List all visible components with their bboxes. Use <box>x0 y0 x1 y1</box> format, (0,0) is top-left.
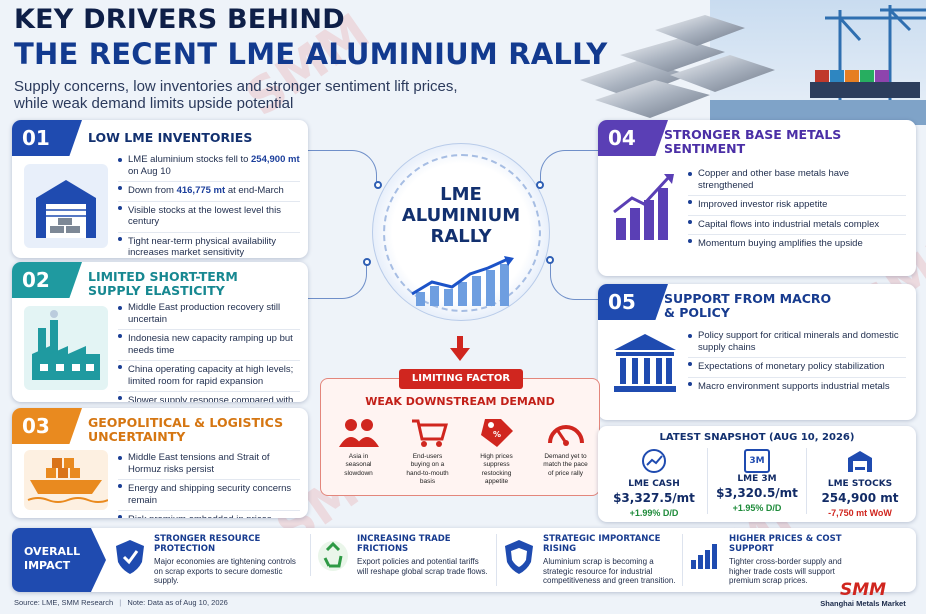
rising-bar-chart-icon <box>691 544 717 569</box>
bullet-item: Energy and shipping security concerns re… <box>118 479 300 506</box>
bullet-item: Visible stocks at the lowest level this … <box>118 200 300 228</box>
connector-line <box>550 260 600 300</box>
latest-snapshot-panel: LATEST SNAPSHOT (AUG 10, 2026) LME CASH … <box>598 426 916 522</box>
impact-item: INCREASING TRADE FRICTIONS Export polici… <box>310 534 490 577</box>
driver-card-01: 01 LOW LME INVENTORIES LME aluminium sto… <box>12 120 308 258</box>
svg-text:%: % <box>492 430 500 439</box>
connector-dot <box>546 256 554 264</box>
people-group-icon <box>338 419 379 447</box>
snapshot-columns: LME CASH $3,327.5/mt +1.99% D/D 3M LME 3… <box>598 448 916 520</box>
impact-item: HIGHER PRICES & COST SUPPORT Tighter cro… <box>682 534 858 586</box>
limiting-factor-panel: LIMITING FACTOR WEAK DOWNSTREAM DEMAND A… <box>320 369 600 496</box>
limiting-item: % High prices suppress restocking appeti… <box>473 415 520 487</box>
shopping-cart-icon <box>411 419 448 447</box>
bullet-item: Middle East tensions and Strait of Hormu… <box>118 452 300 475</box>
snapshot-col-cash: LME CASH $3,327.5/mt +1.99% D/D <box>604 448 704 519</box>
card-number: 02 <box>12 262 82 298</box>
bullet-item: Improved investor risk appetite <box>688 195 906 211</box>
connector-line <box>307 150 377 185</box>
limiting-factor-items: Asia in seasonal slowdown End-users buyi… <box>335 415 589 495</box>
page-title-line1: KEY DRIVERS BEHIND <box>14 4 345 35</box>
price-chart-icon <box>642 449 666 473</box>
bullet-item: Slower supply response compared with pas… <box>118 391 300 402</box>
connector-line <box>540 150 600 185</box>
limiting-item: Demand yet to match the pace of price ra… <box>542 415 589 478</box>
bullet-item: China operating capacity at high levels;… <box>118 360 300 387</box>
impact-item: STRONGER RESOURCE PROTECTION Major econo… <box>114 534 304 586</box>
card-title: SUPPORT FROM MACRO& POLICY <box>664 291 832 320</box>
snapshot-title: LATEST SNAPSHOT (AUG 10, 2026) <box>659 432 855 443</box>
limiting-factor-title: WEAK DOWNSTREAM DEMAND <box>365 395 555 408</box>
snapshot-col-stocks: LME STOCKS 254,900 mt -7,750 mt WoW <box>810 448 910 519</box>
bullet-item: Copper and other base metals have streng… <box>688 168 906 191</box>
card-bullets: Middle East tensions and Strait of Hormu… <box>118 452 300 518</box>
center-title-line1: LME <box>440 184 482 205</box>
bullet-item: LME aluminium stocks fell to 254,900 mt … <box>118 154 300 177</box>
card-bullets: Middle East production recovery still un… <box>118 302 300 402</box>
shield-icon <box>116 540 144 574</box>
change-up: +1.99% D/D <box>629 508 679 518</box>
rising-chart-icon <box>411 256 514 306</box>
price-tag-icon: % <box>480 419 513 447</box>
page-title-line2: THE RECENT LME ALUMINIUM RALLY <box>14 37 608 71</box>
shield-icon <box>505 540 533 574</box>
card-title: LOW LME INVENTORIES <box>88 130 253 145</box>
government-building-icon <box>614 334 676 392</box>
bullet-item: Down from 416,775 mt at end-March <box>118 181 300 197</box>
factory-icon <box>24 306 108 390</box>
driver-card-05: 05 SUPPORT FROM MACRO& POLICY Policy sup… <box>598 284 916 420</box>
snapshot-col-3m: 3M LME 3M $3,320.5/mt +1.95% D/D <box>707 448 807 514</box>
connector-line <box>307 265 367 299</box>
connector-dot <box>363 258 371 266</box>
bullet-item: Momentum buying amplifies the upside <box>688 234 906 250</box>
bullet-item: Middle East production recovery still un… <box>118 302 300 325</box>
gauge-icon <box>547 425 584 446</box>
change-up: +1.95% D/D <box>732 503 782 513</box>
warehouse-icon <box>848 451 872 472</box>
page-subtitle: Supply concerns, low inventories and str… <box>14 78 458 112</box>
center-title-line2: ALUMINIUM <box>401 205 521 226</box>
bullet-item: Expectations of monetary policy stabiliz… <box>688 357 906 373</box>
recycle-icon <box>318 541 348 571</box>
change-down: -7,750 mt WoW <box>828 508 892 518</box>
card-bullets: Policy support for critical minerals and… <box>688 330 906 396</box>
card-number: 01 <box>12 120 82 156</box>
bullet-item: Policy support for critical minerals and… <box>688 330 906 353</box>
smm-logo: SMM Shanghai Metals Market <box>820 580 906 609</box>
bullet-item: Capital flows into industrial metals com… <box>688 214 906 231</box>
card-number: 03 <box>12 408 82 444</box>
limiting-item: Asia in seasonal slowdown <box>335 415 382 478</box>
cargo-ship-icon <box>24 450 109 510</box>
bullet-item: Tight near-term physical availability in… <box>118 231 300 258</box>
footer-source: Source: LME, SMM Research | Note: Data a… <box>14 598 228 607</box>
center-title-line3: RALLY <box>430 226 492 247</box>
bullet-item: Risk premium embedded in prices <box>118 510 300 518</box>
bullet-item: Indonesia new capacity ramping up but ne… <box>118 329 300 356</box>
limiting-item: End-users buying on a hand-to-mouth basi… <box>404 415 451 487</box>
connector-dot <box>374 181 382 189</box>
bullet-item: Macro environment supports industrial me… <box>688 376 906 393</box>
connector-dot <box>536 181 544 189</box>
limiting-factor-tag: LIMITING FACTOR <box>399 369 523 389</box>
card-bullets: LME aluminium stocks fell to 254,900 mt … <box>118 154 300 258</box>
center-rally-circle: LME ALUMINIUM RALLY <box>372 143 550 321</box>
rising-bar-chart-icon <box>613 174 674 240</box>
calendar-3m-icon: 3M <box>744 449 770 473</box>
card-number: 05 <box>598 284 668 320</box>
ingots-port-illustration <box>580 0 926 125</box>
card-bullets: Copper and other base metals have streng… <box>688 168 906 254</box>
warehouse-icon <box>24 164 108 248</box>
impact-item: STRATEGIC IMPORTANCE RISING Aluminium sc… <box>496 534 676 586</box>
arrow-down-icon <box>450 336 470 361</box>
card-number: 04 <box>598 120 668 156</box>
